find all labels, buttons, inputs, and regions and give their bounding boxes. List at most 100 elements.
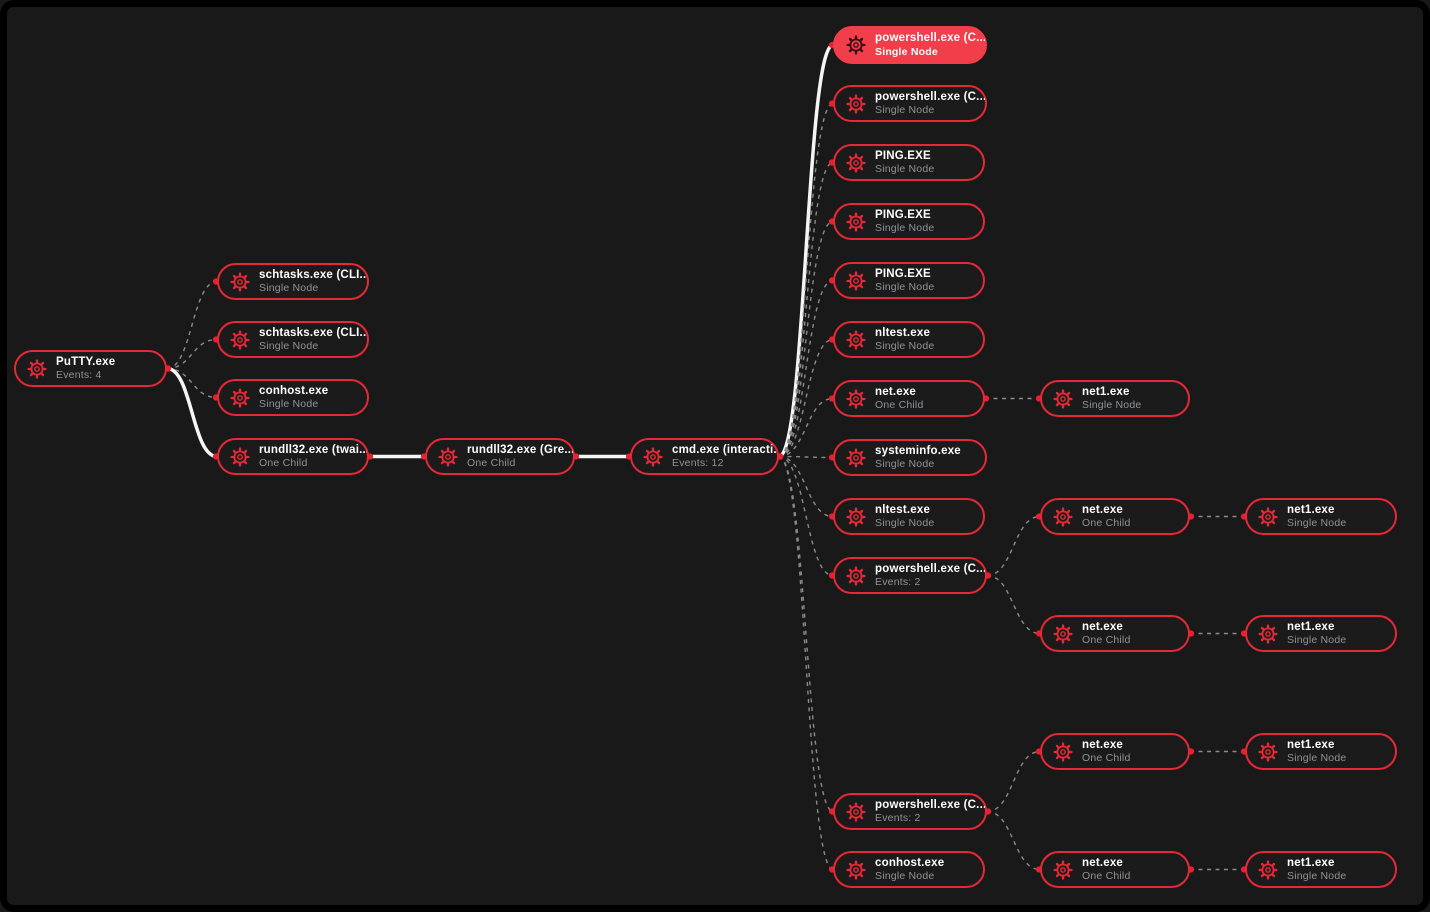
node-text: cmd.exe (interacti... Events: 12 [672, 444, 777, 469]
node-text: PING.EXE Single Node [875, 268, 934, 293]
gear-icon [230, 387, 250, 408]
process-node-cmd[interactable]: cmd.exe (interacti... Events: 12 [630, 438, 779, 475]
gear-icon [438, 446, 458, 467]
process-node-net1_e[interactable]: net1.exe Single Node [1245, 851, 1397, 888]
node-title: powershell.exe (C... [875, 562, 985, 575]
gear-icon [846, 388, 866, 409]
edge-ps3-net_c [986, 574, 1041, 635]
edge-ps4-net_e [986, 810, 1041, 871]
node-title: net1.exe [1287, 503, 1335, 516]
process-node-schtasks2[interactable]: schtasks.exe (CLI... Single Node [217, 321, 369, 358]
edge-ps3-net_b [986, 515, 1041, 577]
node-subtitle: Single Node [1287, 870, 1347, 883]
node-text: net1.exe Single Node [1287, 504, 1346, 529]
process-node-nltest2[interactable]: nltest.exe Single Node [833, 498, 985, 535]
node-title: nltest.exe [875, 503, 931, 516]
node-text: powershell.exe (C... Single Node [875, 32, 985, 57]
node-subtitle: Single Node [1287, 517, 1347, 530]
process-node-conhost1[interactable]: conhost.exe Single Node [217, 379, 369, 416]
node-text: schtasks.exe (CLI... Single Node [259, 269, 367, 294]
node-subtitle: Events: 2 [875, 812, 921, 825]
edge-cmd-ping3 [778, 279, 834, 458]
edge-cmd-ps4 [778, 455, 834, 813]
gear-icon [1053, 388, 1073, 409]
process-node-conhost2[interactable]: conhost.exe Single Node [833, 851, 985, 888]
gear-icon [846, 447, 866, 468]
process-node-putty[interactable]: PuTTY.exe Events: 4 [14, 350, 167, 387]
gear-icon [1258, 506, 1278, 527]
node-title: net1.exe [1082, 385, 1130, 398]
node-subtitle: One Child [1082, 752, 1131, 765]
gear-icon [846, 329, 866, 350]
process-node-ping2[interactable]: PING.EXE Single Node [833, 203, 985, 240]
node-title: net.exe [1082, 620, 1124, 633]
process-node-net_a[interactable]: net.exe One Child [833, 380, 985, 417]
node-subtitle: Events: 4 [56, 369, 102, 382]
edge-cmd-nltest2 [778, 455, 834, 518]
process-node-sysinfo[interactable]: systeminfo.exe Single Node [833, 439, 987, 476]
process-node-net_c[interactable]: net.exe One Child [1040, 615, 1190, 652]
node-title: conhost.exe [259, 384, 329, 397]
node-subtitle: One Child [875, 399, 924, 412]
node-text: PING.EXE Single Node [875, 209, 934, 234]
node-title: powershell.exe (C... [875, 32, 985, 45]
process-node-ps2[interactable]: powershell.exe (C... Single Node [833, 85, 987, 122]
process-node-schtasks1[interactable]: schtasks.exe (CLI... Single Node [217, 263, 369, 300]
edge-putty-rundll32a [166, 366, 218, 459]
process-node-ps3[interactable]: powershell.exe (C... Events: 2 [833, 557, 987, 594]
node-subtitle: One Child [1082, 517, 1131, 530]
node-subtitle: Single Node [875, 163, 935, 176]
node-title: net.exe [1082, 503, 1124, 516]
process-node-ps4[interactable]: powershell.exe (C... Events: 2 [833, 793, 987, 830]
node-title: PING.EXE [875, 267, 931, 280]
gear-icon [230, 329, 250, 350]
gear-icon [1053, 623, 1073, 644]
gear-icon [846, 270, 866, 291]
edge-putty-schtasks1 [166, 280, 218, 370]
process-node-net_d[interactable]: net.exe One Child [1040, 733, 1190, 770]
node-text: schtasks.exe (CLI... Single Node [259, 327, 367, 352]
process-node-rundll32b[interactable]: rundll32.exe (Gre... One Child [425, 438, 575, 475]
node-text: net.exe One Child [1082, 621, 1131, 646]
node-subtitle: Single Node [1287, 752, 1347, 765]
process-node-net1_d[interactable]: net1.exe Single Node [1245, 733, 1397, 770]
node-text: rundll32.exe (Gre... One Child [467, 444, 573, 469]
process-node-net_e[interactable]: net.exe One Child [1040, 851, 1190, 888]
gear-icon [1053, 859, 1073, 880]
gear-icon [846, 35, 866, 55]
process-node-rundll32a[interactable]: rundll32.exe (twai... One Child [217, 438, 369, 475]
edge-cmd-ps3 [778, 455, 834, 577]
node-text: net.exe One Child [1082, 504, 1131, 529]
gear-icon [846, 801, 866, 822]
gear-icon [1258, 859, 1278, 880]
node-subtitle: One Child [259, 457, 308, 470]
node-title: net.exe [1082, 738, 1124, 751]
process-node-net1_b[interactable]: net1.exe Single Node [1245, 498, 1397, 535]
process-node-net_b[interactable]: net.exe One Child [1040, 498, 1190, 535]
node-title: net1.exe [1287, 738, 1335, 751]
process-node-net1_c[interactable]: net1.exe Single Node [1245, 615, 1397, 652]
edge-cmd-ping1 [778, 161, 834, 458]
node-subtitle: Single Node [875, 340, 935, 353]
process-node-ps_sel[interactable]: powershell.exe (C... Single Node [833, 26, 987, 64]
node-subtitle: One Child [467, 457, 516, 470]
node-subtitle: Single Node [875, 870, 935, 883]
gear-icon [1258, 741, 1278, 762]
edge-cmd-ps_sel [778, 43, 834, 459]
process-node-ping3[interactable]: PING.EXE Single Node [833, 262, 985, 299]
node-title: net.exe [1082, 856, 1124, 869]
edge-cmd-ps2 [778, 102, 834, 458]
node-title: nltest.exe [875, 326, 931, 339]
node-title: rundll32.exe (twai... [259, 443, 367, 456]
edge-cmd-sysinfo [778, 455, 834, 459]
edge-ps4-net_d [986, 750, 1041, 813]
process-node-nltest1[interactable]: nltest.exe Single Node [833, 321, 985, 358]
edge-putty-schtasks2 [166, 338, 218, 370]
process-node-net1_a[interactable]: net1.exe Single Node [1040, 380, 1190, 417]
edge-putty-conhost1 [166, 367, 218, 399]
node-text: net1.exe Single Node [1082, 386, 1141, 411]
process-node-ping1[interactable]: PING.EXE Single Node [833, 144, 985, 181]
node-subtitle: Single Node [875, 281, 935, 294]
node-subtitle: Single Node [875, 45, 938, 58]
